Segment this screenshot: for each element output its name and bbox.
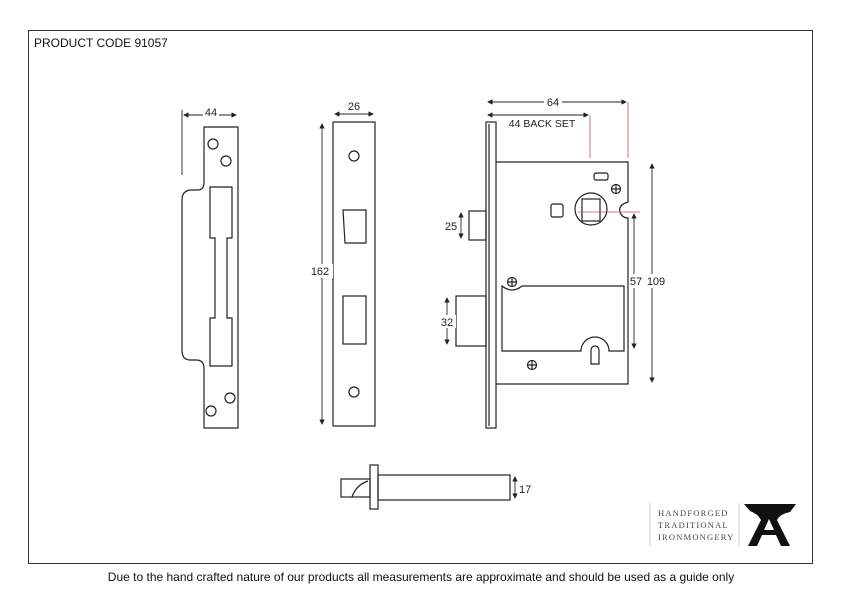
bolt-height-label: 17 — [519, 484, 531, 496]
forend-height-label: 162 — [311, 266, 329, 278]
forend-plate: 26 162 — [309, 101, 376, 427]
logo-line-1: HANDFORGED — [658, 508, 729, 518]
backset-label: 44 BACK SET — [509, 118, 576, 130]
case-height-label: 109 — [647, 276, 665, 288]
drawing-frame — [28, 30, 813, 564]
screw-icon — [610, 183, 622, 195]
disclaimer-footer: Due to the hand crafted nature of our pr… — [107, 570, 735, 584]
product-code: PRODUCT CODE 91057 — [34, 36, 168, 50]
centres-label: 57 — [630, 276, 642, 288]
logo-line-3: IRONMONGERY — [658, 532, 734, 542]
strike-width-label: 44 — [205, 107, 217, 119]
forend-width-label: 26 — [348, 101, 360, 113]
lock-case: 64 44 BACK SET 25 32 57 109 — [438, 95, 667, 429]
brand-logo: HANDFORGED TRADITIONAL IRONMONGERY — [649, 503, 796, 546]
logo-line-2: TRADITIONAL — [658, 520, 729, 530]
deadbolt-height-label: 32 — [441, 317, 453, 329]
strike-plate: 44 — [181, 106, 239, 429]
bolt-side-view: 17 — [340, 464, 531, 510]
screw-icon — [526, 359, 538, 371]
latch-height-label: 25 — [445, 221, 457, 233]
screw-icon — [506, 276, 518, 288]
case-depth-label: 64 — [547, 97, 559, 109]
anvil-icon — [744, 504, 796, 546]
